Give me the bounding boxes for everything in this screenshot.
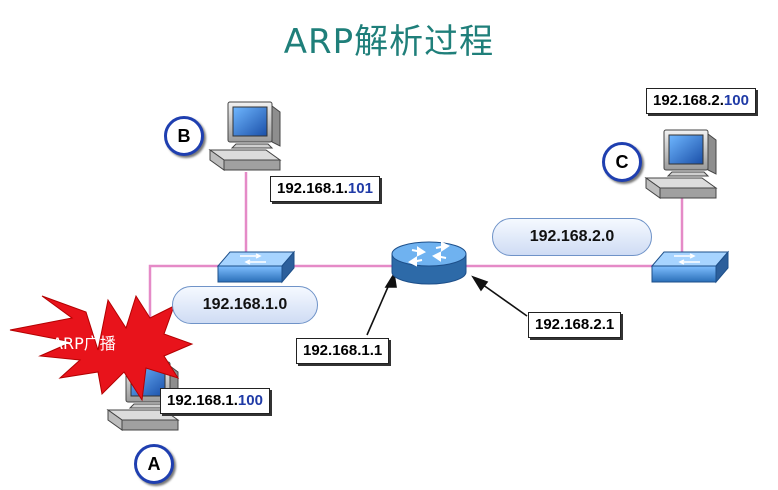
- host-b-badge: B: [164, 116, 204, 156]
- router-ip-arrows: [366, 271, 528, 336]
- arp-broadcast-label: ARP广播: [52, 334, 116, 353]
- computer-icon: [209, 101, 281, 171]
- network-right-label: 192.168.2.0: [492, 218, 652, 256]
- host-a-badge: A: [134, 444, 174, 484]
- network-left-label: 192.168.1.0: [172, 286, 318, 324]
- switch-icon: [651, 251, 729, 283]
- host-a-ip: 192.168.1.100: [160, 388, 270, 414]
- host-c-ip: 192.168.2.100: [646, 88, 756, 114]
- page-title: ARP解析过程: [283, 22, 495, 62]
- host-c-badge: C: [602, 142, 642, 182]
- computer-icon: [645, 129, 717, 199]
- host-b-ip: 192.168.1.101: [270, 176, 380, 202]
- router-left-ip: 192.168.1.1: [296, 338, 390, 364]
- router-icon: [391, 241, 467, 285]
- router-right-ip: 192.168.2.1: [528, 312, 622, 338]
- explosion-icon: [9, 294, 194, 402]
- switch-icon: [217, 251, 295, 283]
